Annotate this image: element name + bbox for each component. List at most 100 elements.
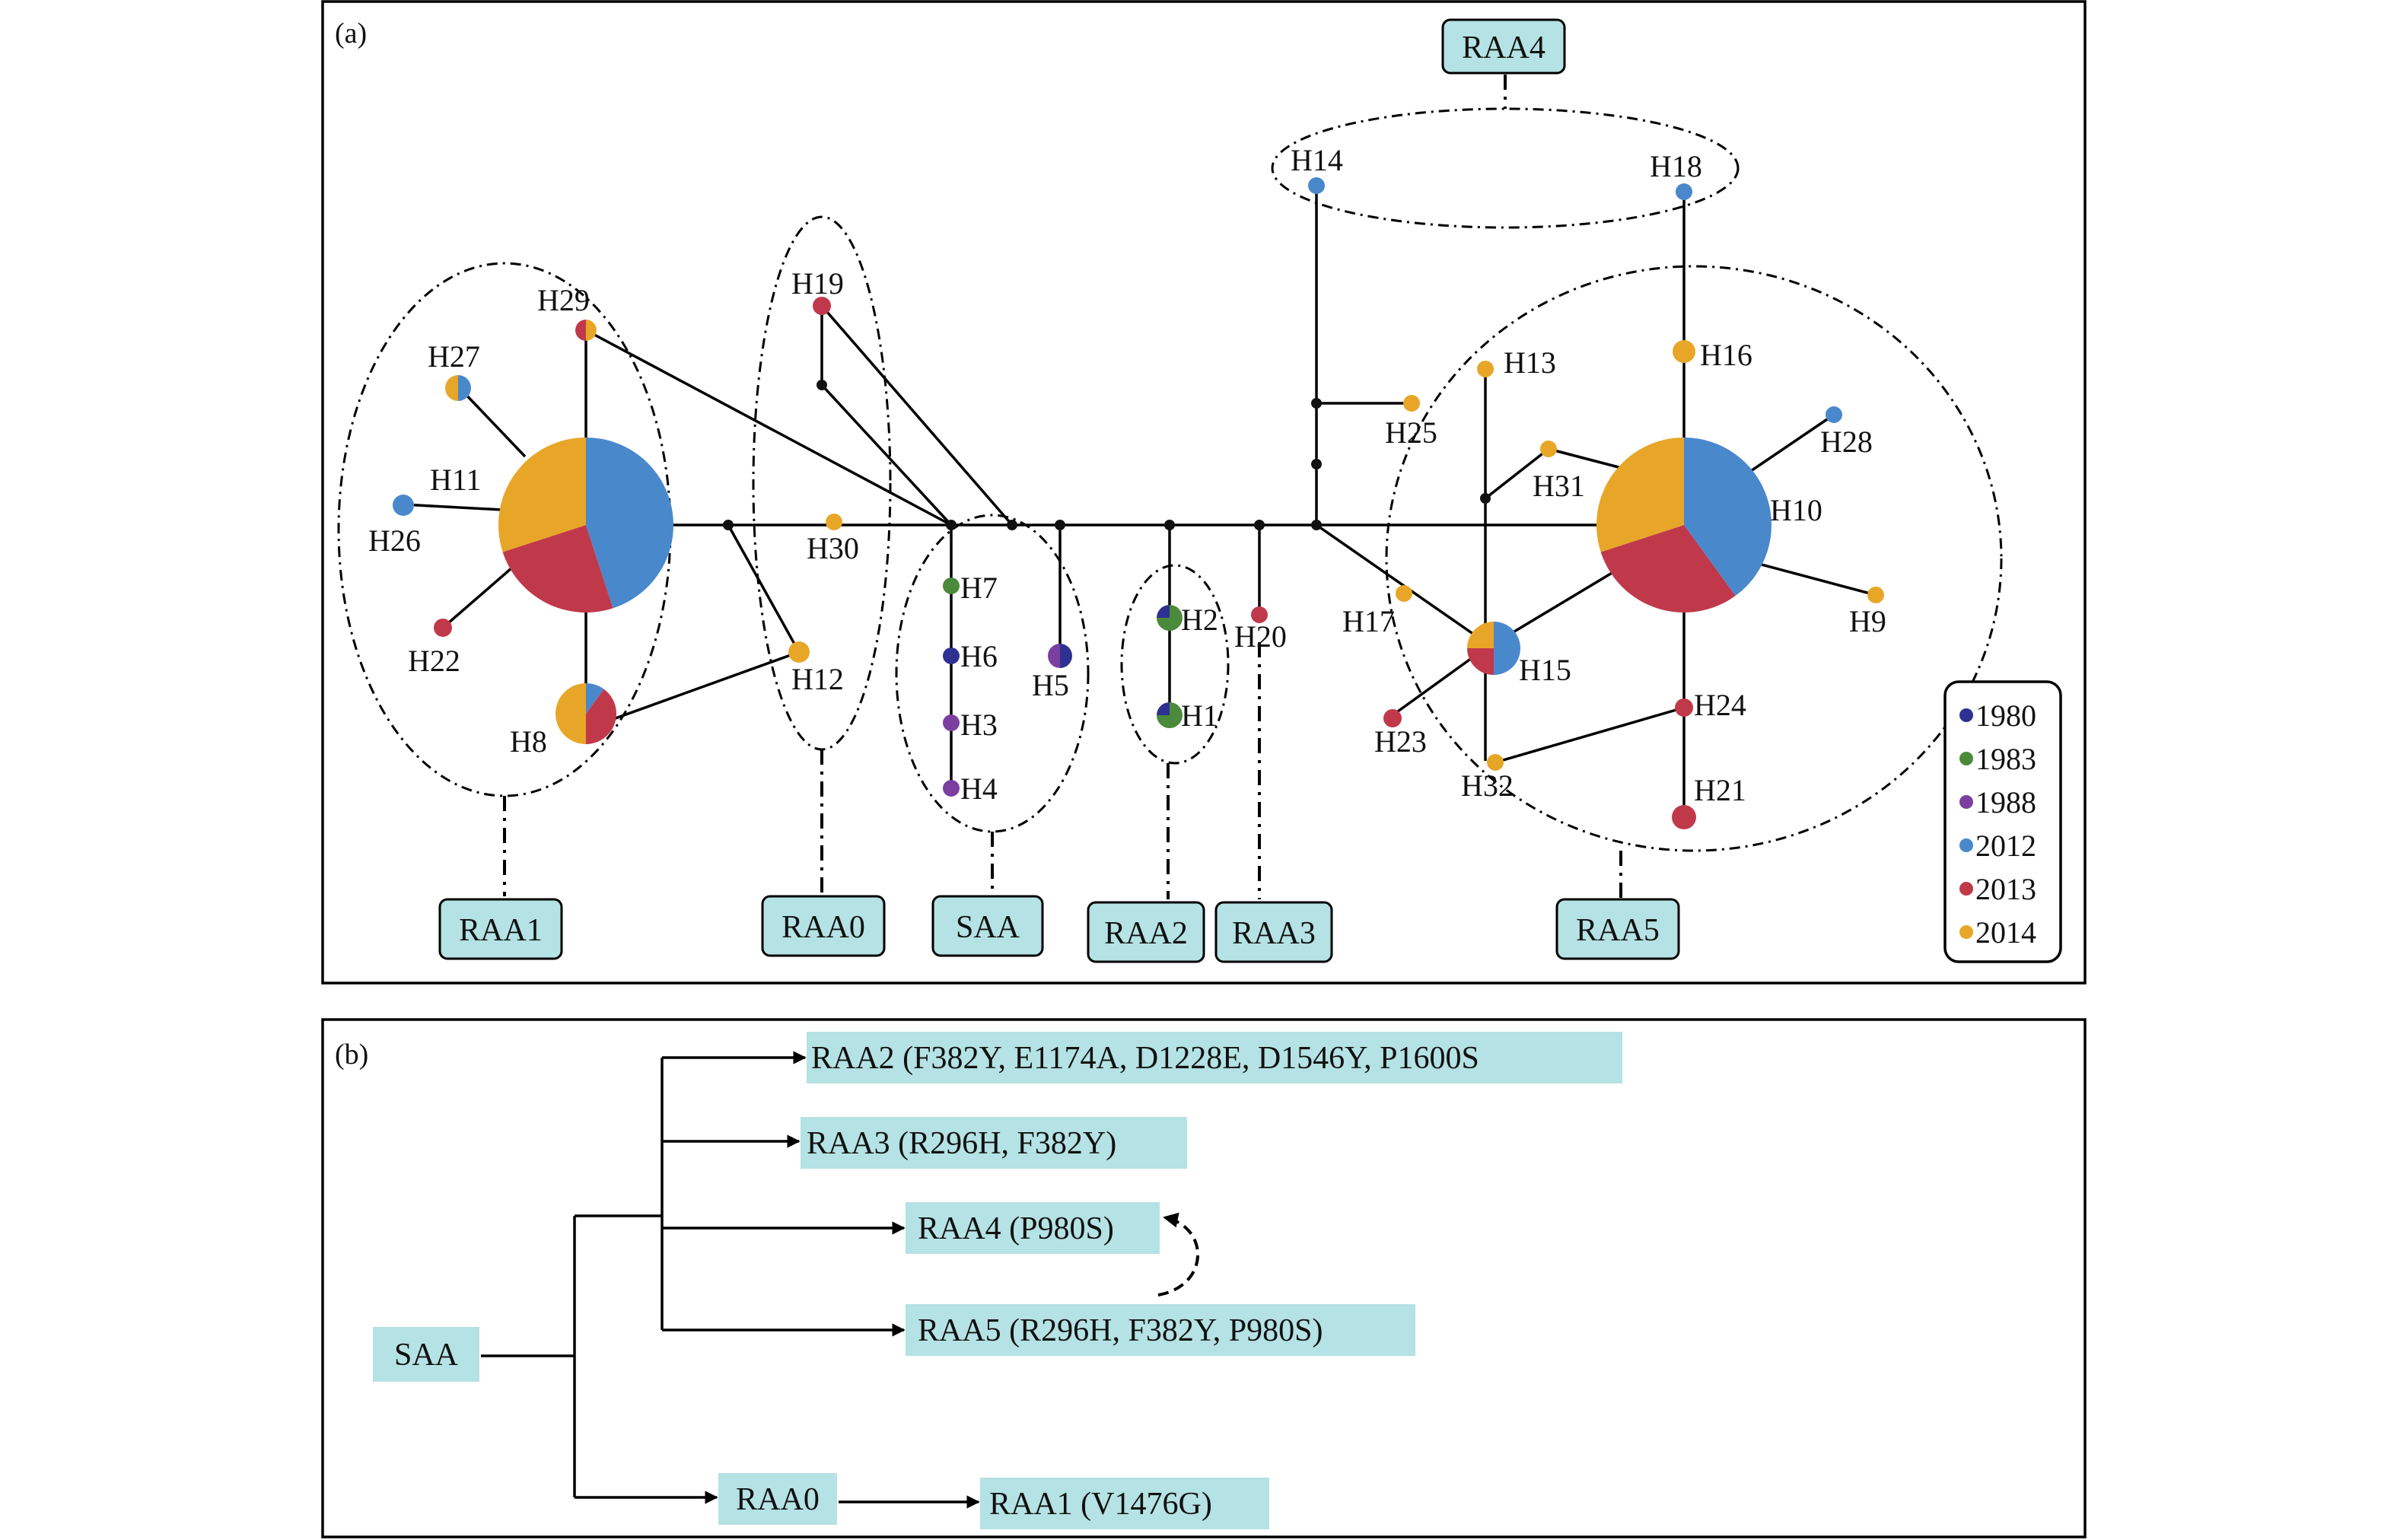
edge — [585, 329, 952, 527]
svg-text:RAA1 (V1476G): RAA1 (V1476G) — [989, 1487, 1212, 1522]
hap-label-H26: H26 — [368, 523, 421, 558]
pie-slice-2014 — [1596, 438, 1684, 552]
pie-slice-2013 — [1383, 709, 1402, 727]
node-saa: SAA — [373, 1327, 479, 1382]
median-vector-dot — [1311, 520, 1322, 530]
legend-item-1983: 1983 — [1959, 742, 2036, 776]
legend-item-1980: 1980 — [1959, 698, 2036, 733]
pie-slice-2013 — [1672, 805, 1696, 829]
hap-label-H30: H30 — [807, 531, 859, 565]
haplotype-node-H25 — [1403, 395, 1420, 412]
group-box-raa2: RAA2 — [1087, 901, 1205, 963]
pie-slice-2013 — [586, 689, 616, 744]
haplotype-node-H15 — [1467, 622, 1520, 675]
haplotype-node-H21 — [1672, 805, 1696, 829]
svg-text:RAA5: RAA5 — [1576, 913, 1660, 948]
pie-slice-2014 — [1477, 361, 1494, 377]
pie-slice-2012 — [393, 495, 414, 516]
hap-label-H23: H23 — [1374, 724, 1427, 759]
node-raa1: RAA1 (V1476G) — [980, 1478, 1269, 1529]
svg-text:2012: 2012 — [1975, 829, 2036, 863]
haplotype-node-H28 — [1826, 406, 1842, 423]
svg-text:RAA4 (P980S): RAA4 (P980S) — [918, 1211, 1114, 1246]
group-box-raa3: RAA3 — [1214, 901, 1333, 963]
pie-slice-2014 — [1487, 754, 1504, 771]
tree-lines — [481, 1051, 1199, 1509]
haplotype-node-H14 — [1308, 177, 1325, 194]
median-vector-dot — [1007, 520, 1017, 530]
haplotype-node-H3 — [943, 714, 960, 731]
edge — [820, 304, 1014, 527]
group-box-raa4: RAA4 — [1441, 18, 1566, 75]
legend-frame — [1943, 680, 2062, 963]
panel-b-frame — [321, 1018, 2087, 1538]
pie-slice-1988 — [1048, 644, 1060, 668]
svg-text:2013: 2013 — [1975, 872, 2036, 906]
svg-text:RAA3 (R296H, F382Y): RAA3 (R296H, F382Y) — [807, 1126, 1116, 1161]
median-vector-dot — [1311, 398, 1322, 409]
svg-text:RAA3: RAA3 — [1232, 916, 1316, 951]
hap-label-H20: H20 — [1234, 619, 1287, 654]
legend-item-2013: 2013 — [1959, 872, 2036, 906]
pie-slice-1988 — [943, 780, 960, 797]
legend-item-2014: 2014 — [1959, 915, 2036, 950]
pie-slice-2013 — [1251, 606, 1268, 623]
edge — [403, 503, 503, 511]
haplotype-node-H23 — [1383, 709, 1402, 727]
pie-slice-2014 — [586, 320, 597, 341]
haplotype-node-H20 — [1251, 606, 1268, 623]
group-box-raa0: RAA0 — [761, 895, 886, 957]
hap-label-H5: H5 — [1032, 668, 1069, 702]
hap-label-H2: H2 — [1181, 603, 1218, 637]
panel-b: (b) SAA RAA2 (F382Y, E1174A, D1228E, D15… — [321, 1018, 2087, 1538]
pie-slice-2014 — [1396, 585, 1412, 602]
hap-label-H12: H12 — [791, 662, 844, 696]
pie-slice-2013 — [1675, 698, 1693, 717]
pie-slice-1980 — [1060, 644, 1072, 668]
hap-label-H31: H31 — [1533, 469, 1585, 503]
panel-a: (a) — [321, 0, 2087, 985]
haplotype-node-H11 — [498, 438, 673, 612]
haplotype-labels: H29 H27 H11 H26 H22 H8 H19 H30 H12 H7 H6… — [368, 143, 1886, 807]
svg-text:RAA0: RAA0 — [736, 1482, 820, 1517]
pie-slice-2012 — [586, 438, 673, 609]
edge — [441, 562, 519, 629]
haplotype-node-H12 — [788, 641, 810, 663]
ellipse-raa4 — [1271, 107, 1740, 229]
hap-label-H21: H21 — [1694, 773, 1746, 807]
hap-label-H25: H25 — [1385, 415, 1437, 450]
pie-slice-2014 — [1867, 587, 1884, 603]
hap-label-H4: H4 — [960, 772, 998, 806]
edge — [1514, 562, 1629, 633]
pie-slice-2012 — [1684, 438, 1771, 597]
edge — [820, 383, 953, 527]
ellipse-raa5 — [1385, 265, 2003, 852]
edge — [1484, 447, 1550, 500]
edge — [1495, 706, 1685, 764]
pie-slice-2014 — [1540, 441, 1557, 457]
pie-slice-2013 — [1600, 525, 1736, 613]
ellipse-saa — [895, 514, 1090, 833]
median-vector-dot — [1480, 493, 1491, 504]
ellipse-raa2 — [1120, 564, 1230, 765]
year-legend: 1980 1983 1988 2012 2013 2014 — [1943, 680, 2062, 963]
node-raa2: RAA2 (F382Y, E1174A, D1228E, D1546Y, P16… — [807, 1032, 1622, 1083]
hap-label-H1: H1 — [1181, 698, 1218, 733]
median-vector-dot — [946, 520, 957, 530]
group-box-raa1: RAA1 — [438, 898, 563, 960]
hap-label-H8: H8 — [510, 724, 547, 759]
haplotype-node-H24 — [1675, 698, 1693, 717]
haplotype-node-H27 — [445, 375, 471, 401]
pie-slice-2013 — [502, 525, 613, 612]
pie-slice-2012 — [458, 375, 471, 401]
pie-slice-2012 — [1308, 177, 1325, 194]
svg-text:2014: 2014 — [1975, 915, 2036, 950]
edge — [585, 651, 800, 730]
svg-text:1980: 1980 — [1975, 698, 2036, 733]
hap-label-H17: H17 — [1342, 604, 1395, 638]
pie-slice-2014 — [498, 438, 586, 552]
haplotype-node-H8 — [555, 683, 616, 744]
pie-slice-2014 — [1673, 340, 1695, 363]
pie-slice-2012 — [1494, 622, 1520, 675]
